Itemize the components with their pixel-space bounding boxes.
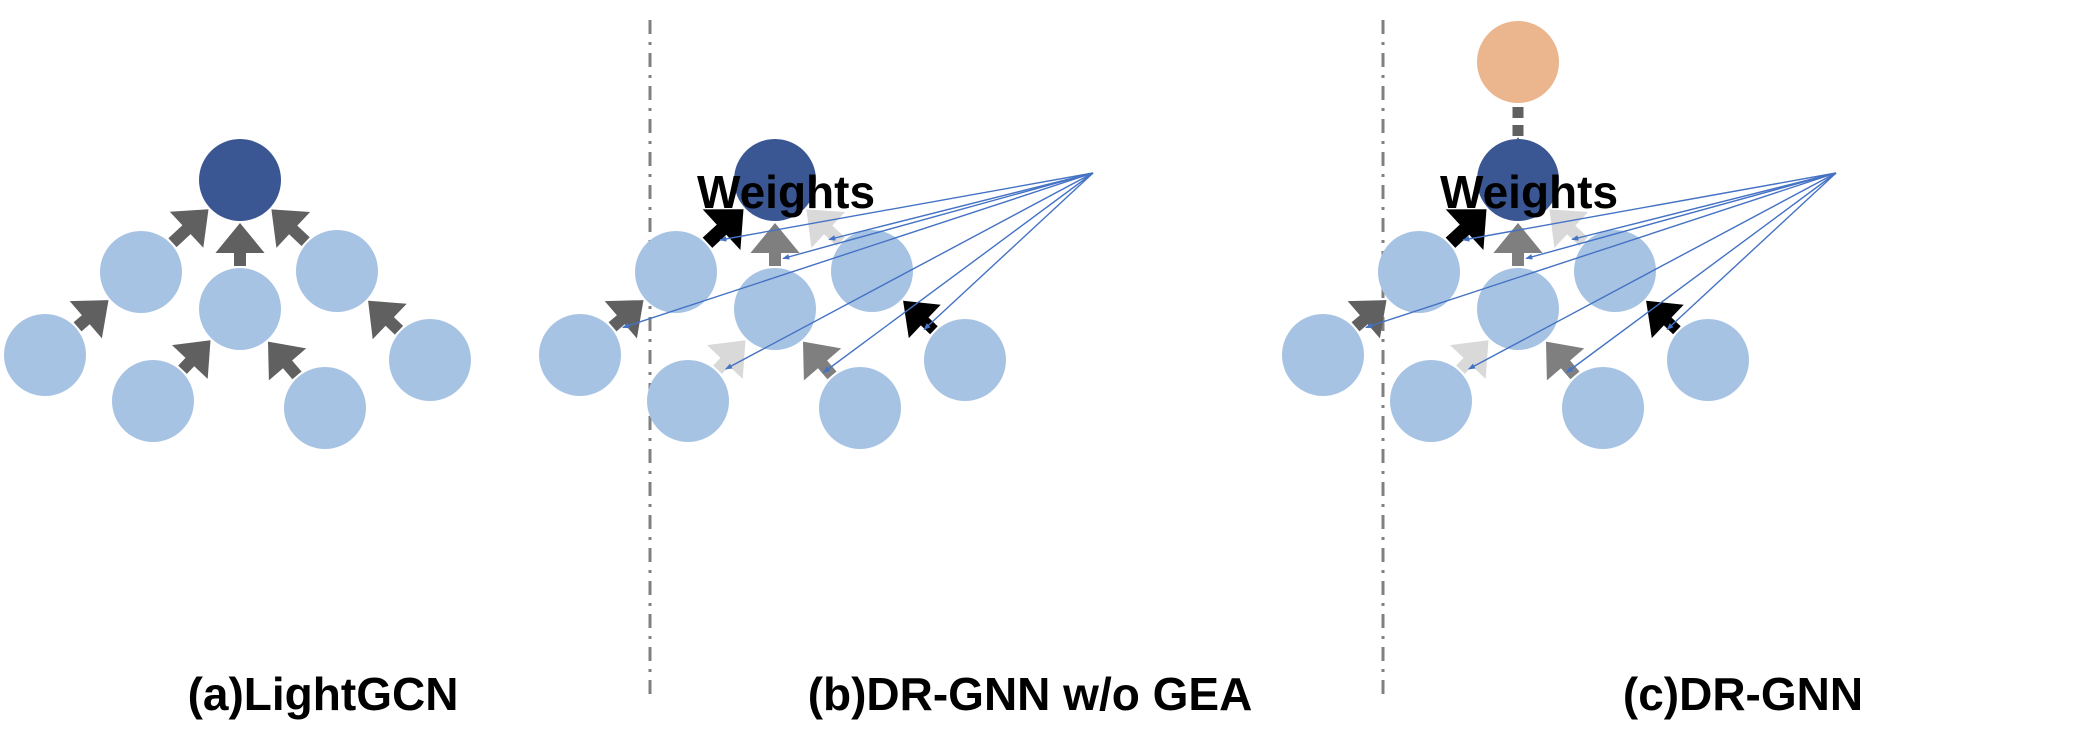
neighbor-node-mr [819,367,901,449]
caption-b: (b)DR-GNN w/o GEA [808,668,1253,720]
center-node [199,139,281,221]
edge-rr-to-r1 [903,300,941,339]
weight-line-m1 [782,172,1094,260]
edge-l1-to-top [168,209,209,248]
weight-line-rr [1666,172,1837,331]
edge-ll-to-l1 [69,300,109,339]
neighbor-node-rr [389,319,471,401]
edge-rr-to-r1 [1646,300,1684,339]
neighbor-node-r1 [1574,230,1656,312]
center-node [1477,139,1559,221]
neighbor-node-m1 [734,268,816,350]
weight-line-rr [923,172,1094,331]
neighbor-node-ml [647,360,729,442]
neighbor-node-r1 [831,230,913,312]
weight-line-r1 [1571,172,1837,241]
weight-line-l1 [1462,172,1837,242]
weight-line-r1 [828,172,1094,241]
edge-m1-to-top [750,223,800,266]
center-node [734,139,816,221]
edge-ll-to-l1 [604,300,644,339]
edge-mr-to-m1 [803,341,842,381]
weight-line-ll [1365,172,1837,329]
neighbor-node-l1 [635,231,717,313]
edge-ml-to-m1 [707,340,746,379]
caption-c: (c)DR-GNN [1623,668,1863,720]
edge-ml-to-m1 [172,340,211,379]
neighbor-node-ml [112,360,194,442]
neighbor-node-l1 [100,231,182,313]
neighbor-node-ll [4,314,86,396]
extra-node [1477,21,1559,103]
edge-r1-to-top [271,209,311,248]
neighbor-node-l1 [1378,231,1460,313]
neighbor-node-ml [1390,360,1472,442]
weight-line-ml [1468,172,1837,370]
panel-lightgcn [4,139,471,449]
neighbor-node-mr [1562,367,1644,449]
weight-line-m1 [1525,172,1837,260]
weight-line-mr [1566,172,1837,374]
weights-label-b: Weights [697,166,875,218]
edge-m1-to-top [1493,223,1543,266]
neighbor-node-r1 [296,230,378,312]
edge-rr-to-r1 [368,300,407,340]
edge-m1-to-top [215,223,265,266]
weight-line-l1 [719,172,1094,242]
neighbor-node-ll [539,314,621,396]
neighbor-node-rr [1667,319,1749,401]
neighbor-node-m1 [1477,268,1559,350]
neighbor-node-rr [924,319,1006,401]
edge-l1-to-top [1445,209,1487,250]
weight-line-mr [823,172,1094,374]
neighbor-node-mr [284,367,366,449]
edge-ml-to-m1 [1450,340,1489,379]
panel-drgnn [1282,21,1837,449]
weights-label-c: Weights [1440,166,1618,218]
weight-line-ll [622,172,1094,329]
neighbor-node-ll [1282,314,1364,396]
edge-mr-to-m1 [1546,341,1585,381]
edge-ll-to-l1 [1347,300,1387,339]
neighbor-node-m1 [199,268,281,350]
edge-mr-to-m1 [268,341,307,381]
caption-a: (a)LightGCN [188,668,459,720]
edge-l1-to-top [702,209,744,250]
panel-drgnn-wo-gea [539,139,1094,449]
weight-line-ml [725,172,1094,370]
